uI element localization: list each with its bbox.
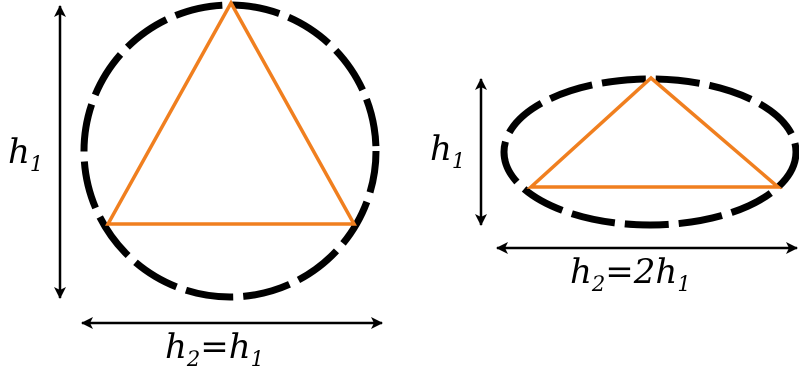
left-height-label: h1: [8, 132, 43, 176]
right-figure: h1 h2=2h1: [430, 75, 799, 296]
left-figure: h1 h2=h1: [8, 0, 383, 371]
right-triangle: [526, 75, 783, 189]
left-triangle: [105, 0, 357, 226]
right-height-label: h1: [430, 129, 465, 173]
left-width-label: h2=h1: [165, 327, 264, 371]
left-dashed-circle: [80, 1, 380, 301]
right-dashed-ellipse: [500, 75, 799, 229]
right-width-label: h2=2h1: [570, 252, 691, 296]
